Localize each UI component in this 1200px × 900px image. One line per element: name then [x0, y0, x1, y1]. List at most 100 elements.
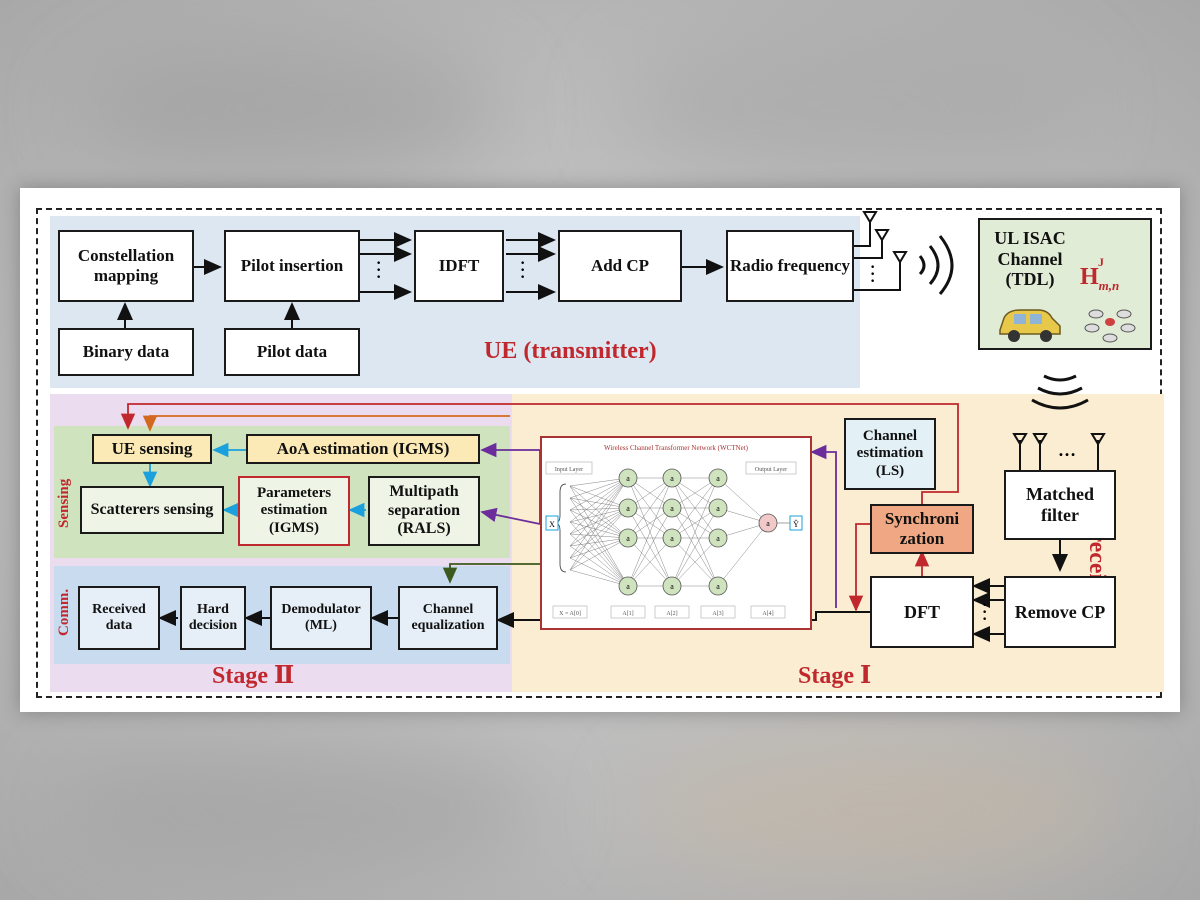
constellation-mapping-box: Constellation mapping [58, 230, 194, 302]
binary-label: Binary data [82, 342, 170, 362]
radio-label: Radio frequency [729, 256, 851, 276]
diagram-panel: Constellation mapping Binary data Pilot … [20, 188, 1180, 712]
nn-node [708, 468, 728, 488]
scatterers-icon [1084, 309, 1136, 343]
nn-input-layer: Input Layer [555, 467, 583, 473]
bs-ellipsis: … [1058, 440, 1076, 460]
pilot-data-label: Pilot data [256, 342, 328, 362]
nn-node-label: a [670, 534, 674, 543]
multipath-box: Multipath separation (RALS) [368, 476, 480, 546]
dft-label: DFT [904, 601, 940, 622]
dots-1: ··· [376, 255, 382, 286]
params-box: Parameters estimation (IGMS) [238, 476, 350, 546]
pilot-data-box: Pilot data [224, 328, 360, 376]
nn-node-label: a [670, 582, 674, 591]
chest-label: Channel estimation (LS) [856, 428, 924, 479]
nn-node-label: a [670, 474, 674, 483]
sync-label: Synchroni zation [884, 509, 960, 548]
nn-node-label: a [626, 504, 630, 513]
nn-node [708, 576, 728, 596]
channel-equalization-box: Channel equalization [398, 586, 498, 650]
binary-data-box: Binary data [58, 328, 194, 376]
matched-filter-box: Matched filter [1004, 470, 1116, 540]
nn-node-label: a [716, 582, 720, 591]
nn-bottom-label: A[2] [666, 611, 677, 617]
nn-node-label: a [626, 534, 630, 543]
dots-4: ··· [982, 597, 988, 628]
channel-sup: J [1098, 255, 1104, 269]
nn-x: X [549, 520, 555, 529]
nn-node [662, 468, 682, 488]
nn-node-label: a [716, 534, 720, 543]
received-label: Received data [92, 601, 146, 633]
ue-sensing-box: UE sensing [92, 434, 212, 464]
nn-output-node-label: a [766, 519, 770, 528]
remove-cp-box: Remove CP [1004, 576, 1116, 648]
pilot-insertion-label: Pilot insertion [240, 256, 344, 276]
nn-node-label: a [716, 504, 720, 513]
nn-bottom-label: X = A[0] [559, 611, 581, 617]
nn-node-label: a [716, 474, 720, 483]
channel-sub: m,n [1098, 278, 1120, 293]
dots-2: ··· [520, 255, 526, 286]
nn-y: Ŷ [793, 519, 799, 529]
channel-box: UL ISAC Channel (TDL) Hm,n J [978, 218, 1152, 350]
add-cp-box: Add CP [558, 230, 682, 302]
wctnet-diagram: Wireless Channel Transformer Network (WC… [545, 444, 803, 619]
nn-bottom-label: A[4] [762, 611, 773, 617]
nn-node [618, 528, 638, 548]
add-cp-label: Add CP [590, 256, 650, 276]
equalization-label: Channel equalization [411, 601, 485, 633]
dft-box: DFT [870, 576, 974, 648]
matched-label: Matched filter [1026, 484, 1094, 525]
comm-tag: Comm. [56, 588, 72, 636]
wctnet-box [540, 436, 812, 630]
stage2-label: Stage Ⅱ [212, 663, 295, 689]
nn-node [662, 498, 682, 518]
channel-h: H [1080, 264, 1099, 290]
pilot-insertion-box: Pilot insertion [224, 230, 360, 302]
ue-title: UE (transmitter) [484, 338, 657, 364]
nn-node-label: a [626, 582, 630, 591]
scatterers-label: Scatterers sensing [90, 500, 214, 518]
connection-arrows [117, 211, 1106, 642]
nn-title: Wireless Channel Transformer Network (WC… [604, 444, 749, 452]
idft-box: IDFT [414, 230, 504, 302]
hard-decision-box: Hard decision [180, 586, 246, 650]
nn-node [662, 528, 682, 548]
nn-node [708, 528, 728, 548]
dots-3: ··· [870, 259, 876, 290]
nn-bottom-label: A[3] [712, 611, 723, 617]
demod-label: Demodulator (ML) [281, 601, 361, 633]
nn-node [618, 576, 638, 596]
channel-estimation-box: Channel estimation (LS) [844, 418, 936, 490]
params-label: Parameters estimation (IGMS) [256, 485, 332, 536]
radio-frequency-box: Radio frequency [726, 230, 854, 302]
hard-label: Hard decision [188, 601, 238, 633]
nn-bottom-label: A[1] [622, 611, 633, 617]
scatterers-box: Scatterers sensing [80, 486, 224, 534]
multipath-label: Multipath separation (RALS) [388, 483, 460, 538]
nn-node-label: a [626, 474, 630, 483]
received-data-box: Received data [78, 586, 160, 650]
stage1-label: Stage Ⅰ [798, 663, 872, 689]
channel-symbol: Hm,n J [1080, 255, 1120, 294]
aoa-box: AoA estimation (IGMS) [246, 434, 480, 464]
nn-node [618, 498, 638, 518]
sync-box: Synchroni zation [870, 504, 974, 554]
constellation-label: Constellation mapping [77, 246, 175, 285]
sensing-tag: Sensing [56, 478, 72, 528]
nn-node [618, 468, 638, 488]
nn-output-layer: Output Layer [755, 467, 787, 473]
nn-node [662, 576, 682, 596]
aoa-label: AoA estimation (IGMS) [276, 439, 450, 459]
idft-label: IDFT [438, 256, 480, 276]
demodulator-box: Demodulator (ML) [270, 586, 372, 650]
nn-node-label: a [670, 504, 674, 513]
nn-output-node [758, 513, 778, 533]
ue-sensing-label: UE sensing [111, 439, 193, 459]
channel-title: UL ISAC Channel (TDL) [994, 228, 1066, 290]
car-icon [999, 309, 1061, 342]
nn-node [708, 498, 728, 518]
remove-cp-label: Remove CP [1014, 601, 1106, 622]
